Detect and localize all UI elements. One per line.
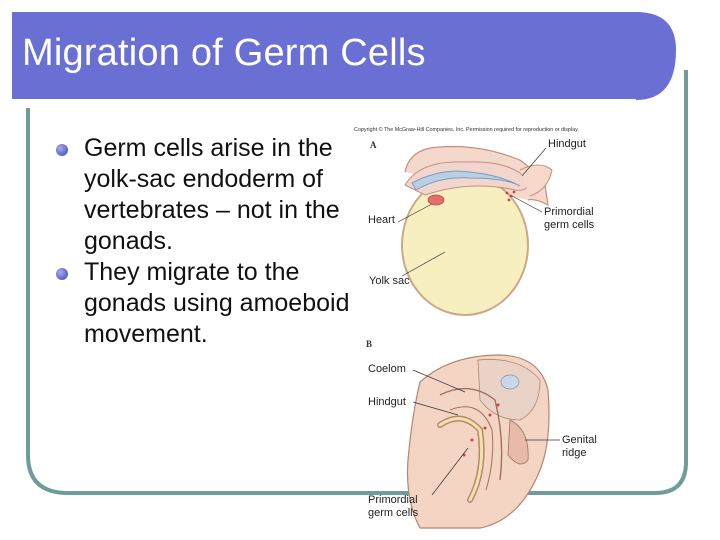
label-coelom: Coelom xyxy=(368,363,406,375)
panel-a-illustration xyxy=(397,145,553,316)
bullet-text: They migrate to the gonads using amoeboi… xyxy=(84,258,350,348)
bullet-item: They migrate to the gonads using amoeboi… xyxy=(56,257,356,350)
bullet-text: Germ cells arise in the yolk-sac endoder… xyxy=(84,134,340,255)
panel-a-letter: A xyxy=(370,140,377,150)
label-primordial-b: Primordial germ cells xyxy=(368,494,419,519)
panel-b-illustration xyxy=(406,354,560,529)
label-primordial-a: Primordial germ cells xyxy=(544,206,595,231)
bullet-item: Germ cells arise in the yolk-sac endoder… xyxy=(56,133,356,257)
germ-cell-figure xyxy=(397,145,560,529)
label-heart: Heart xyxy=(368,214,395,226)
slide-title: Migration of Germ Cells xyxy=(22,32,426,74)
figure-copyright: Copyright © The McGraw-Hill Companies, I… xyxy=(354,127,579,133)
panel-b-letter: B xyxy=(366,339,373,349)
frame-border xyxy=(26,70,688,495)
title-bar xyxy=(12,12,676,100)
label-hindgut-b: Hindgut xyxy=(368,396,406,408)
bullet-icon xyxy=(56,268,68,280)
label-hindgut-a: Hindgut xyxy=(548,138,586,150)
bullet-icon xyxy=(56,144,68,156)
label-yolk-sac: Yolk sac xyxy=(369,275,410,287)
bullet-list: Germ cells arise in the yolk-sac endoder… xyxy=(56,133,356,350)
label-genital-ridge: Genital ridge xyxy=(562,434,597,459)
